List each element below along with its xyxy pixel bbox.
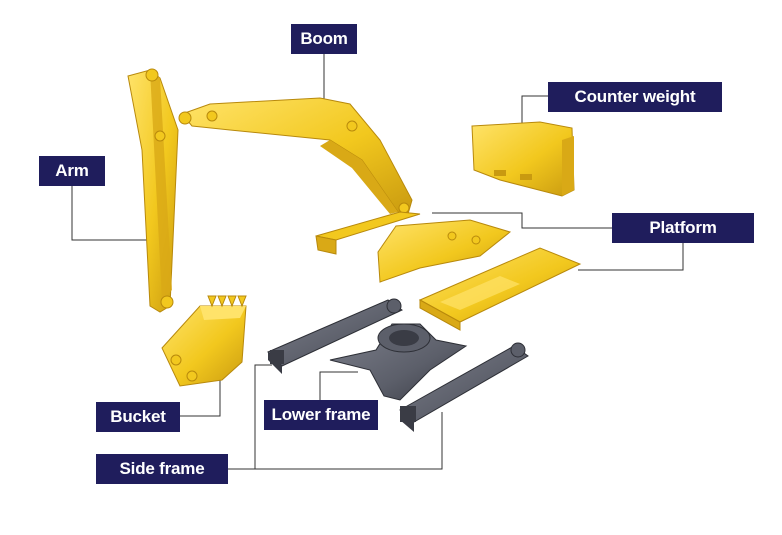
- leader-bucket: [180, 370, 221, 417]
- side-frame-right-part: [399, 342, 529, 432]
- counter-weight-part: [471, 121, 575, 197]
- label-bucket: Bucket: [96, 402, 180, 432]
- leader-side-frame: [228, 412, 443, 470]
- lower-frame-part: [329, 323, 468, 401]
- platform-part: [315, 211, 582, 331]
- leader-platform-2: [578, 242, 684, 271]
- leader-arm: [71, 185, 150, 241]
- label-boom: Boom: [291, 24, 357, 54]
- boom-part: [178, 97, 413, 215]
- label-platform: Platform: [612, 213, 754, 243]
- label-counter-weight: Counter weight: [548, 82, 722, 112]
- leader-platform-1: [432, 212, 612, 229]
- label-side-frame: Side frame: [96, 454, 228, 484]
- leader-side-frame-2: [254, 364, 272, 469]
- leader-lower-frame: [319, 371, 358, 401]
- bucket-part: [161, 295, 247, 387]
- arm-part: [127, 68, 179, 313]
- side-frame-left-part: [267, 298, 403, 374]
- label-arm: Arm: [39, 156, 105, 186]
- label-lower-frame: Lower frame: [264, 400, 378, 430]
- leader-lines: [71, 54, 684, 470]
